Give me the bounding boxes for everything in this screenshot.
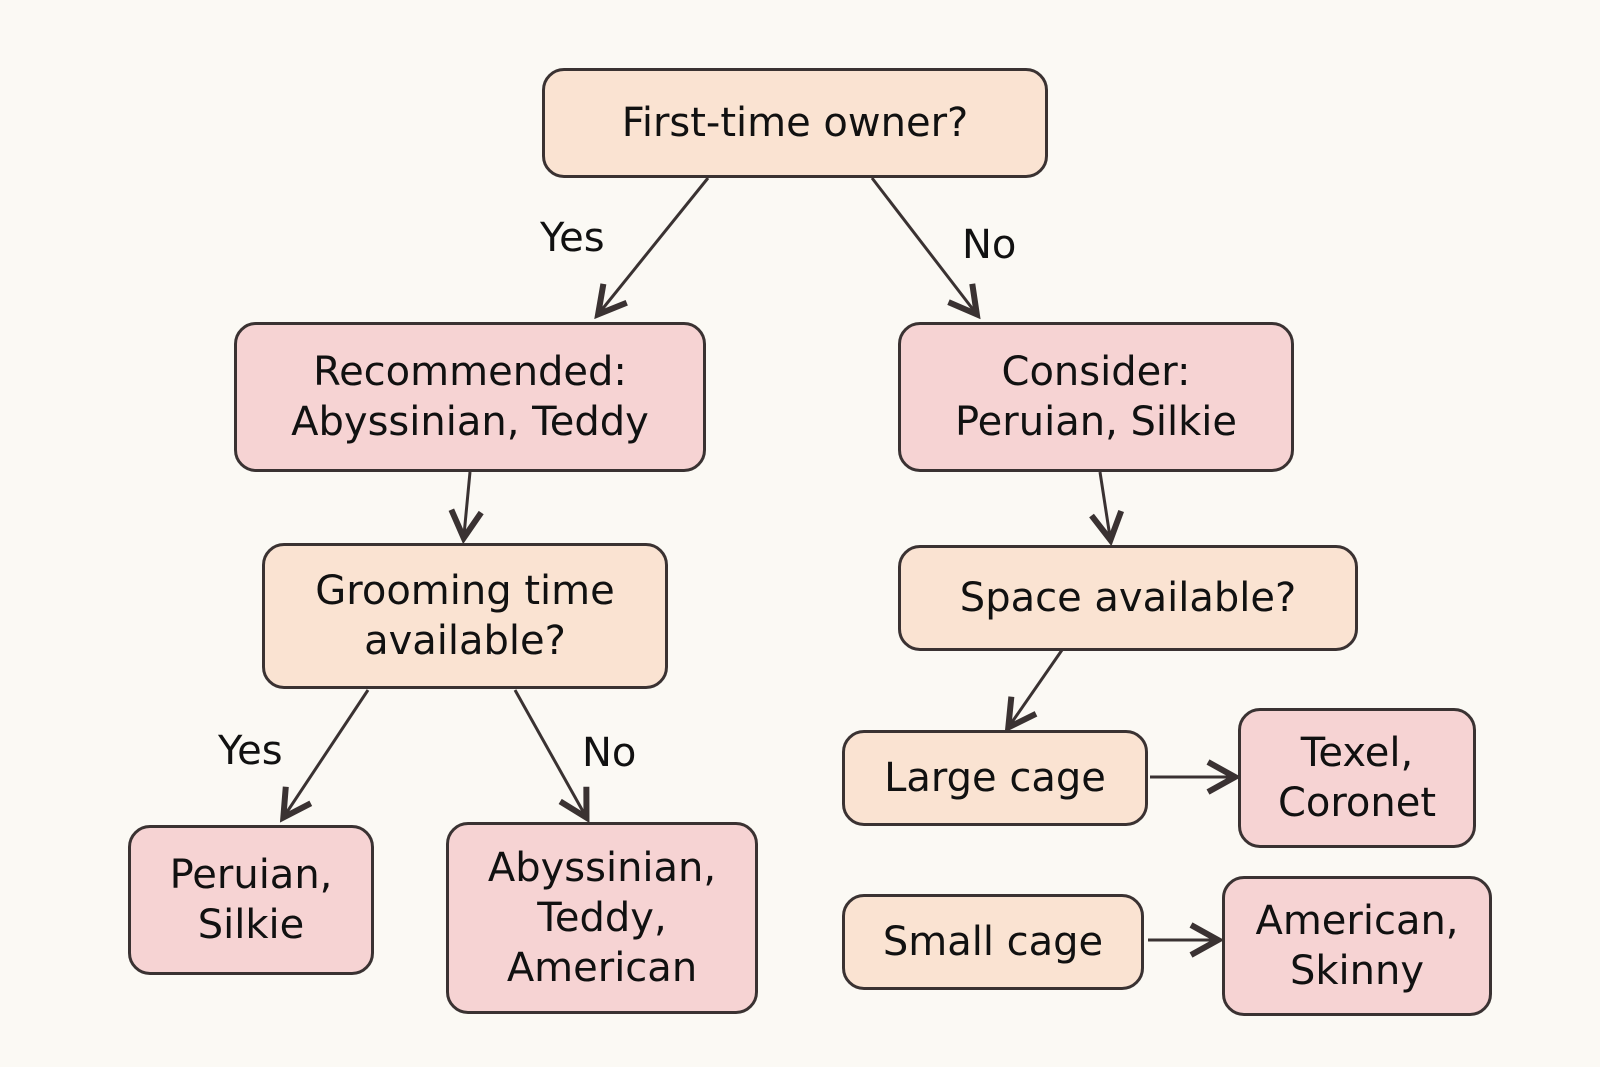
node-abyssinian-teddy-american: Abyssinian, Teddy, American bbox=[446, 822, 758, 1014]
node-american-skinny: American, Skinny bbox=[1222, 876, 1492, 1016]
label-no: No bbox=[962, 222, 1017, 268]
node-recommended: Recommended: Abyssinian, Teddy bbox=[234, 322, 706, 472]
node-texel-coronet: Texel, Coronet bbox=[1238, 708, 1476, 848]
node-consider: Consider: Peruian, Silkie bbox=[898, 322, 1294, 472]
node-first-time-owner: First-time owner? bbox=[542, 68, 1048, 178]
label-no: No bbox=[582, 730, 637, 776]
node-space-available: Space available? bbox=[898, 545, 1358, 651]
node-large-cage: Large cage bbox=[842, 730, 1148, 826]
label-yes: Yes bbox=[540, 215, 605, 261]
node-small-cage: Small cage bbox=[842, 894, 1144, 990]
label-yes: Yes bbox=[218, 728, 283, 774]
node-peruian-silkie: Peruian, Silkie bbox=[128, 825, 374, 975]
node-grooming-time: Grooming time available? bbox=[262, 543, 668, 689]
